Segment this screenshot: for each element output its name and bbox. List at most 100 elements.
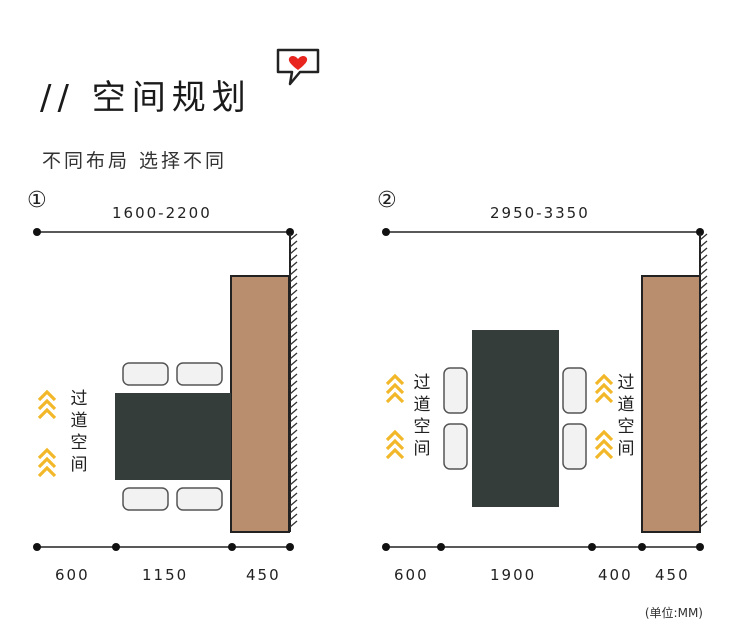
- wall-hatch-stroke: [289, 471, 298, 479]
- dimension-dot: [33, 543, 41, 551]
- wall-hatch-stroke: [699, 485, 708, 493]
- chevron-stroke: [37, 447, 57, 460]
- cabinet: [641, 275, 701, 533]
- double-chevron-up-icon: [594, 373, 614, 404]
- wall-hatch-stroke: [699, 373, 708, 381]
- chair: [176, 487, 223, 511]
- wall-hatch-stroke: [289, 408, 298, 416]
- wall-hatch-stroke: [289, 499, 298, 507]
- wall-hatch-stroke: [289, 443, 298, 451]
- wall-hatch-stroke: [289, 268, 298, 276]
- segment-label: 400: [598, 566, 633, 584]
- layout-1: [33, 228, 298, 551]
- wall-hatch-stroke: [699, 324, 708, 332]
- wall-hatch-stroke: [289, 345, 298, 353]
- wall-hatch-stroke: [699, 415, 708, 423]
- wall-hatch-stroke: [289, 282, 298, 290]
- chevron-stroke: [37, 407, 57, 420]
- wall-hatch-stroke: [699, 506, 708, 514]
- chair: [122, 487, 169, 511]
- chevron-stroke: [385, 391, 405, 404]
- wall-hatch-stroke: [699, 492, 708, 500]
- segment-label: 1150: [142, 566, 189, 584]
- wall-hatch-stroke: [699, 387, 708, 395]
- wall-hatch-stroke: [699, 478, 708, 486]
- double-chevron-up-icon: [37, 447, 57, 478]
- wall-hatch-stroke: [289, 324, 298, 332]
- wall-hatch-stroke: [699, 345, 708, 353]
- wall-hatch-stroke: [289, 506, 298, 514]
- chair: [176, 362, 223, 386]
- wall-hatch-stroke: [699, 303, 708, 311]
- chevron-stroke: [37, 398, 57, 411]
- wall-hatch-stroke: [289, 387, 298, 395]
- wall-hatch-stroke: [699, 261, 708, 269]
- dimension-dot: [382, 228, 390, 236]
- wall-hatch-stroke: [289, 254, 298, 262]
- wall-hatch-stroke: [699, 450, 708, 458]
- wall-hatch-stroke: [699, 317, 708, 325]
- wall-hatch-stroke: [289, 359, 298, 367]
- layout-2-total: 2950-3350: [490, 204, 590, 222]
- chevron-stroke: [385, 382, 405, 395]
- double-chevron-up-icon: [385, 429, 405, 460]
- chevron-stroke: [594, 429, 614, 442]
- wall-hatch-stroke: [289, 310, 298, 318]
- chevron-stroke: [594, 438, 614, 451]
- chevron-stroke: [594, 382, 614, 395]
- wall-hatch-stroke: [289, 429, 298, 437]
- chair: [122, 362, 169, 386]
- wall-hatch-stroke: [289, 436, 298, 444]
- chevron-stroke: [385, 447, 405, 460]
- dimension-dot: [588, 543, 596, 551]
- wall-hatch-stroke: [289, 366, 298, 374]
- wall-hatch-stroke: [699, 366, 708, 374]
- dimension-dot: [437, 543, 445, 551]
- segment-label: 1900: [490, 566, 537, 584]
- dimension-dot: [696, 543, 704, 551]
- dimension-dot: [228, 543, 236, 551]
- wall-hatch-stroke: [289, 513, 298, 521]
- wall-hatch-stroke: [289, 352, 298, 360]
- wall-hatch-stroke: [289, 261, 298, 269]
- double-chevron-up-icon: [385, 373, 405, 404]
- wall-hatch-stroke: [289, 380, 298, 388]
- wall-hatch-stroke: [289, 485, 298, 493]
- wall-hatch-stroke: [289, 457, 298, 465]
- wall-hatch-stroke: [699, 352, 708, 360]
- chevron-stroke: [594, 391, 614, 404]
- chevron-stroke: [385, 429, 405, 442]
- wall-hatch-stroke: [289, 394, 298, 402]
- dimension-dot: [33, 228, 41, 236]
- chair: [443, 423, 468, 470]
- chair: [562, 367, 587, 414]
- wall-hatch-stroke: [699, 296, 708, 304]
- dimension-dot: [112, 543, 120, 551]
- page-subtitle: 不同布局 选择不同: [42, 150, 228, 172]
- double-chevron-up-icon: [37, 389, 57, 420]
- wall-hatch-stroke: [289, 415, 298, 423]
- wall-hatch-stroke: [289, 275, 298, 283]
- chevron-stroke: [594, 447, 614, 460]
- aisle-label: 过道空间: [413, 373, 431, 459]
- dimension-dot: [382, 543, 390, 551]
- wall-hatch-stroke: [699, 310, 708, 318]
- wall-hatch-stroke: [699, 429, 708, 437]
- chevron-stroke: [385, 373, 405, 386]
- wall-hatch-stroke: [699, 520, 708, 528]
- cabinet: [230, 275, 290, 533]
- wall-hatch-stroke: [699, 240, 708, 248]
- wall-hatch-stroke: [699, 331, 708, 339]
- wall-hatch-stroke: [289, 401, 298, 409]
- table: [115, 393, 231, 480]
- wall-hatch-stroke: [289, 289, 298, 297]
- wall-hatch-stroke: [289, 331, 298, 339]
- aisle-label: 过道空间: [617, 373, 635, 459]
- segment-label: 600: [394, 566, 429, 584]
- wall-hatch-stroke: [289, 464, 298, 472]
- table: [472, 330, 559, 507]
- wall-hatch-stroke: [699, 408, 708, 416]
- wall-hatch-stroke: [289, 373, 298, 381]
- double-chevron-up-icon: [594, 429, 614, 460]
